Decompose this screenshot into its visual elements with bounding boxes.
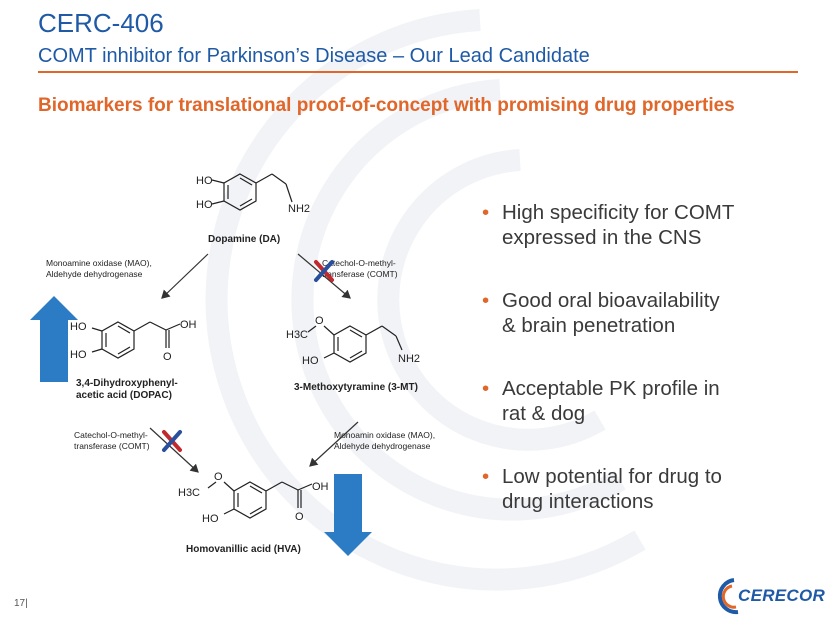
- enzyme-mao-left-2: Aldehyde dehydrogenase: [46, 269, 143, 279]
- bullet-item: • Good oral bioavailability& brain penetr…: [482, 288, 812, 338]
- enzyme-mao-right-1: Monoamin oxidase (MAO),: [334, 430, 435, 440]
- page-number: 17|: [14, 598, 28, 609]
- enzyme-comt-right-2: transferase (COMT): [322, 269, 398, 279]
- enzyme-comt-right-1: Catechol-O-methyl-: [322, 258, 396, 268]
- mt-h3c: H3C: [286, 329, 308, 341]
- section-heading: Biomarkers for translational proof-of-co…: [38, 95, 735, 116]
- hva-h3c: H3C: [178, 487, 200, 499]
- bullet-dot-icon: •: [482, 465, 490, 488]
- bullet-line: expressed in the CNS: [502, 226, 702, 249]
- bullet-line: Good oral bioavailability: [502, 289, 720, 312]
- slide-title: CERC-406: [38, 8, 164, 38]
- mt-label: 3-Methoxytyramine (3-MT): [294, 382, 418, 393]
- comt-inhibition-cross-right: [314, 260, 334, 282]
- increase-arrow-icon: [30, 296, 78, 382]
- dopamine-label: Dopamine (DA): [208, 234, 280, 245]
- dopac-label-2: acetic acid (DOPAC): [76, 390, 172, 401]
- enzyme-comt-left-1: Catechol-O-methyl-: [74, 430, 148, 440]
- mt-nh2: NH2: [398, 353, 420, 365]
- dopac-ho-2: HO: [70, 349, 87, 361]
- hva-oh: OH: [312, 481, 329, 493]
- dopamine-metabolism-diagram: HO HO NH2 Dopamine (DA) Monoamine oxidas…: [30, 173, 435, 556]
- mt-o: O: [315, 315, 324, 327]
- dopamine-ho-2: HO: [196, 199, 213, 211]
- dopamine-structure: [211, 173, 293, 211]
- logo-text: CERECOR: [738, 586, 826, 605]
- mt-ho: HO: [302, 355, 319, 367]
- dopamine-ho-1: HO: [196, 175, 213, 187]
- title-divider: [38, 71, 798, 73]
- dopac-oh: OH: [180, 319, 197, 331]
- dopac-ho-1: HO: [70, 321, 87, 333]
- hva-label: Homovanillic acid (HVA): [186, 544, 301, 555]
- comt-inhibition-cross-left: [162, 430, 182, 452]
- bullet-line: Low potential for drug to: [502, 465, 722, 488]
- bullet-line: rat & dog: [502, 402, 586, 425]
- dopac-label-1: 3,4-Dihydroxyphenyl-: [76, 378, 178, 389]
- bullet-dot-icon: •: [482, 377, 490, 400]
- decrease-arrow-icon: [324, 474, 372, 556]
- dopamine-nh2: NH2: [288, 203, 310, 215]
- bullet-dot-icon: •: [482, 201, 490, 224]
- logo-swoosh-icon: [717, 578, 739, 615]
- enzyme-comt-left-2: transferase (COMT): [74, 441, 150, 451]
- hva-ho: HO: [202, 513, 219, 525]
- enzyme-mao-left-1: Monoamine oxidase (MAO),: [46, 258, 152, 268]
- bullet-dot-icon: •: [482, 289, 490, 312]
- hva-o2: O: [295, 511, 304, 523]
- bullet-line: drug interactions: [502, 490, 654, 513]
- enzyme-mao-right-2: Aldehyde dehydrogenase: [334, 441, 431, 451]
- hva-structure: [207, 481, 313, 519]
- cerecor-logo: CERECOR: [712, 576, 825, 616]
- methoxytyramine-structure: [307, 325, 403, 363]
- dopac-structure: [91, 321, 181, 359]
- bullet-line: High specificity for COMT: [502, 201, 735, 224]
- slide-subtitle: COMT inhibitor for Parkinson’s Disease –…: [38, 45, 590, 67]
- hva-o: O: [214, 471, 223, 483]
- dopac-o: O: [163, 351, 172, 363]
- bullet-line: Acceptable PK profile in: [502, 377, 720, 400]
- bullet-line: & brain penetration: [502, 314, 676, 337]
